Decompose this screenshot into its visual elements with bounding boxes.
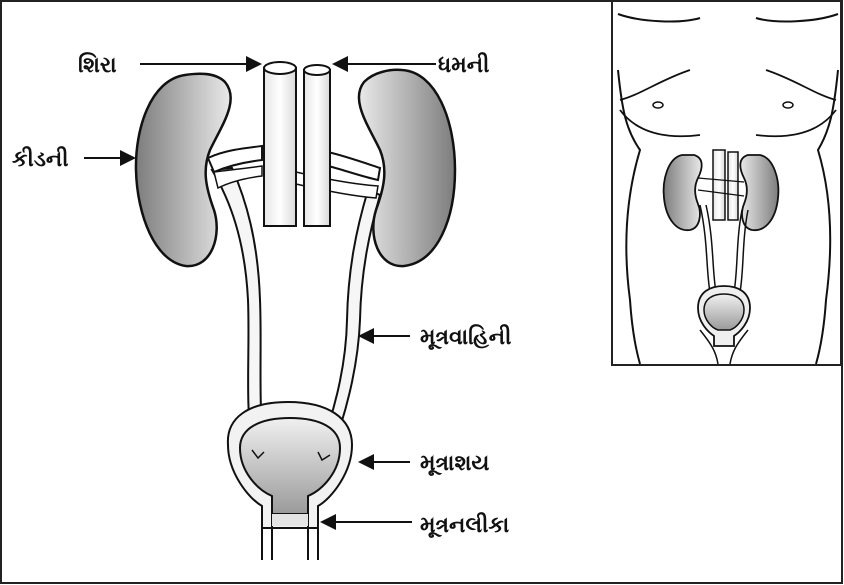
left-nipple bbox=[653, 102, 663, 108]
label-bladder: મૂત્રાશય bbox=[420, 451, 489, 476]
label-kidney: કીડની bbox=[12, 146, 69, 172]
inset-torso bbox=[612, 1, 841, 365]
label-artery: ધમની bbox=[438, 52, 489, 78]
artery-vessel bbox=[304, 65, 330, 226]
urethra-fill bbox=[272, 514, 308, 526]
right-nipple bbox=[783, 102, 793, 108]
label-vein: શિરા bbox=[78, 52, 117, 78]
label-urethra: મૂત્રનલીકા bbox=[420, 512, 509, 538]
label-ureter: મૂત્રવાહિની bbox=[420, 324, 511, 350]
inset-left-kidney bbox=[664, 155, 702, 230]
vein-vessel bbox=[264, 62, 296, 226]
